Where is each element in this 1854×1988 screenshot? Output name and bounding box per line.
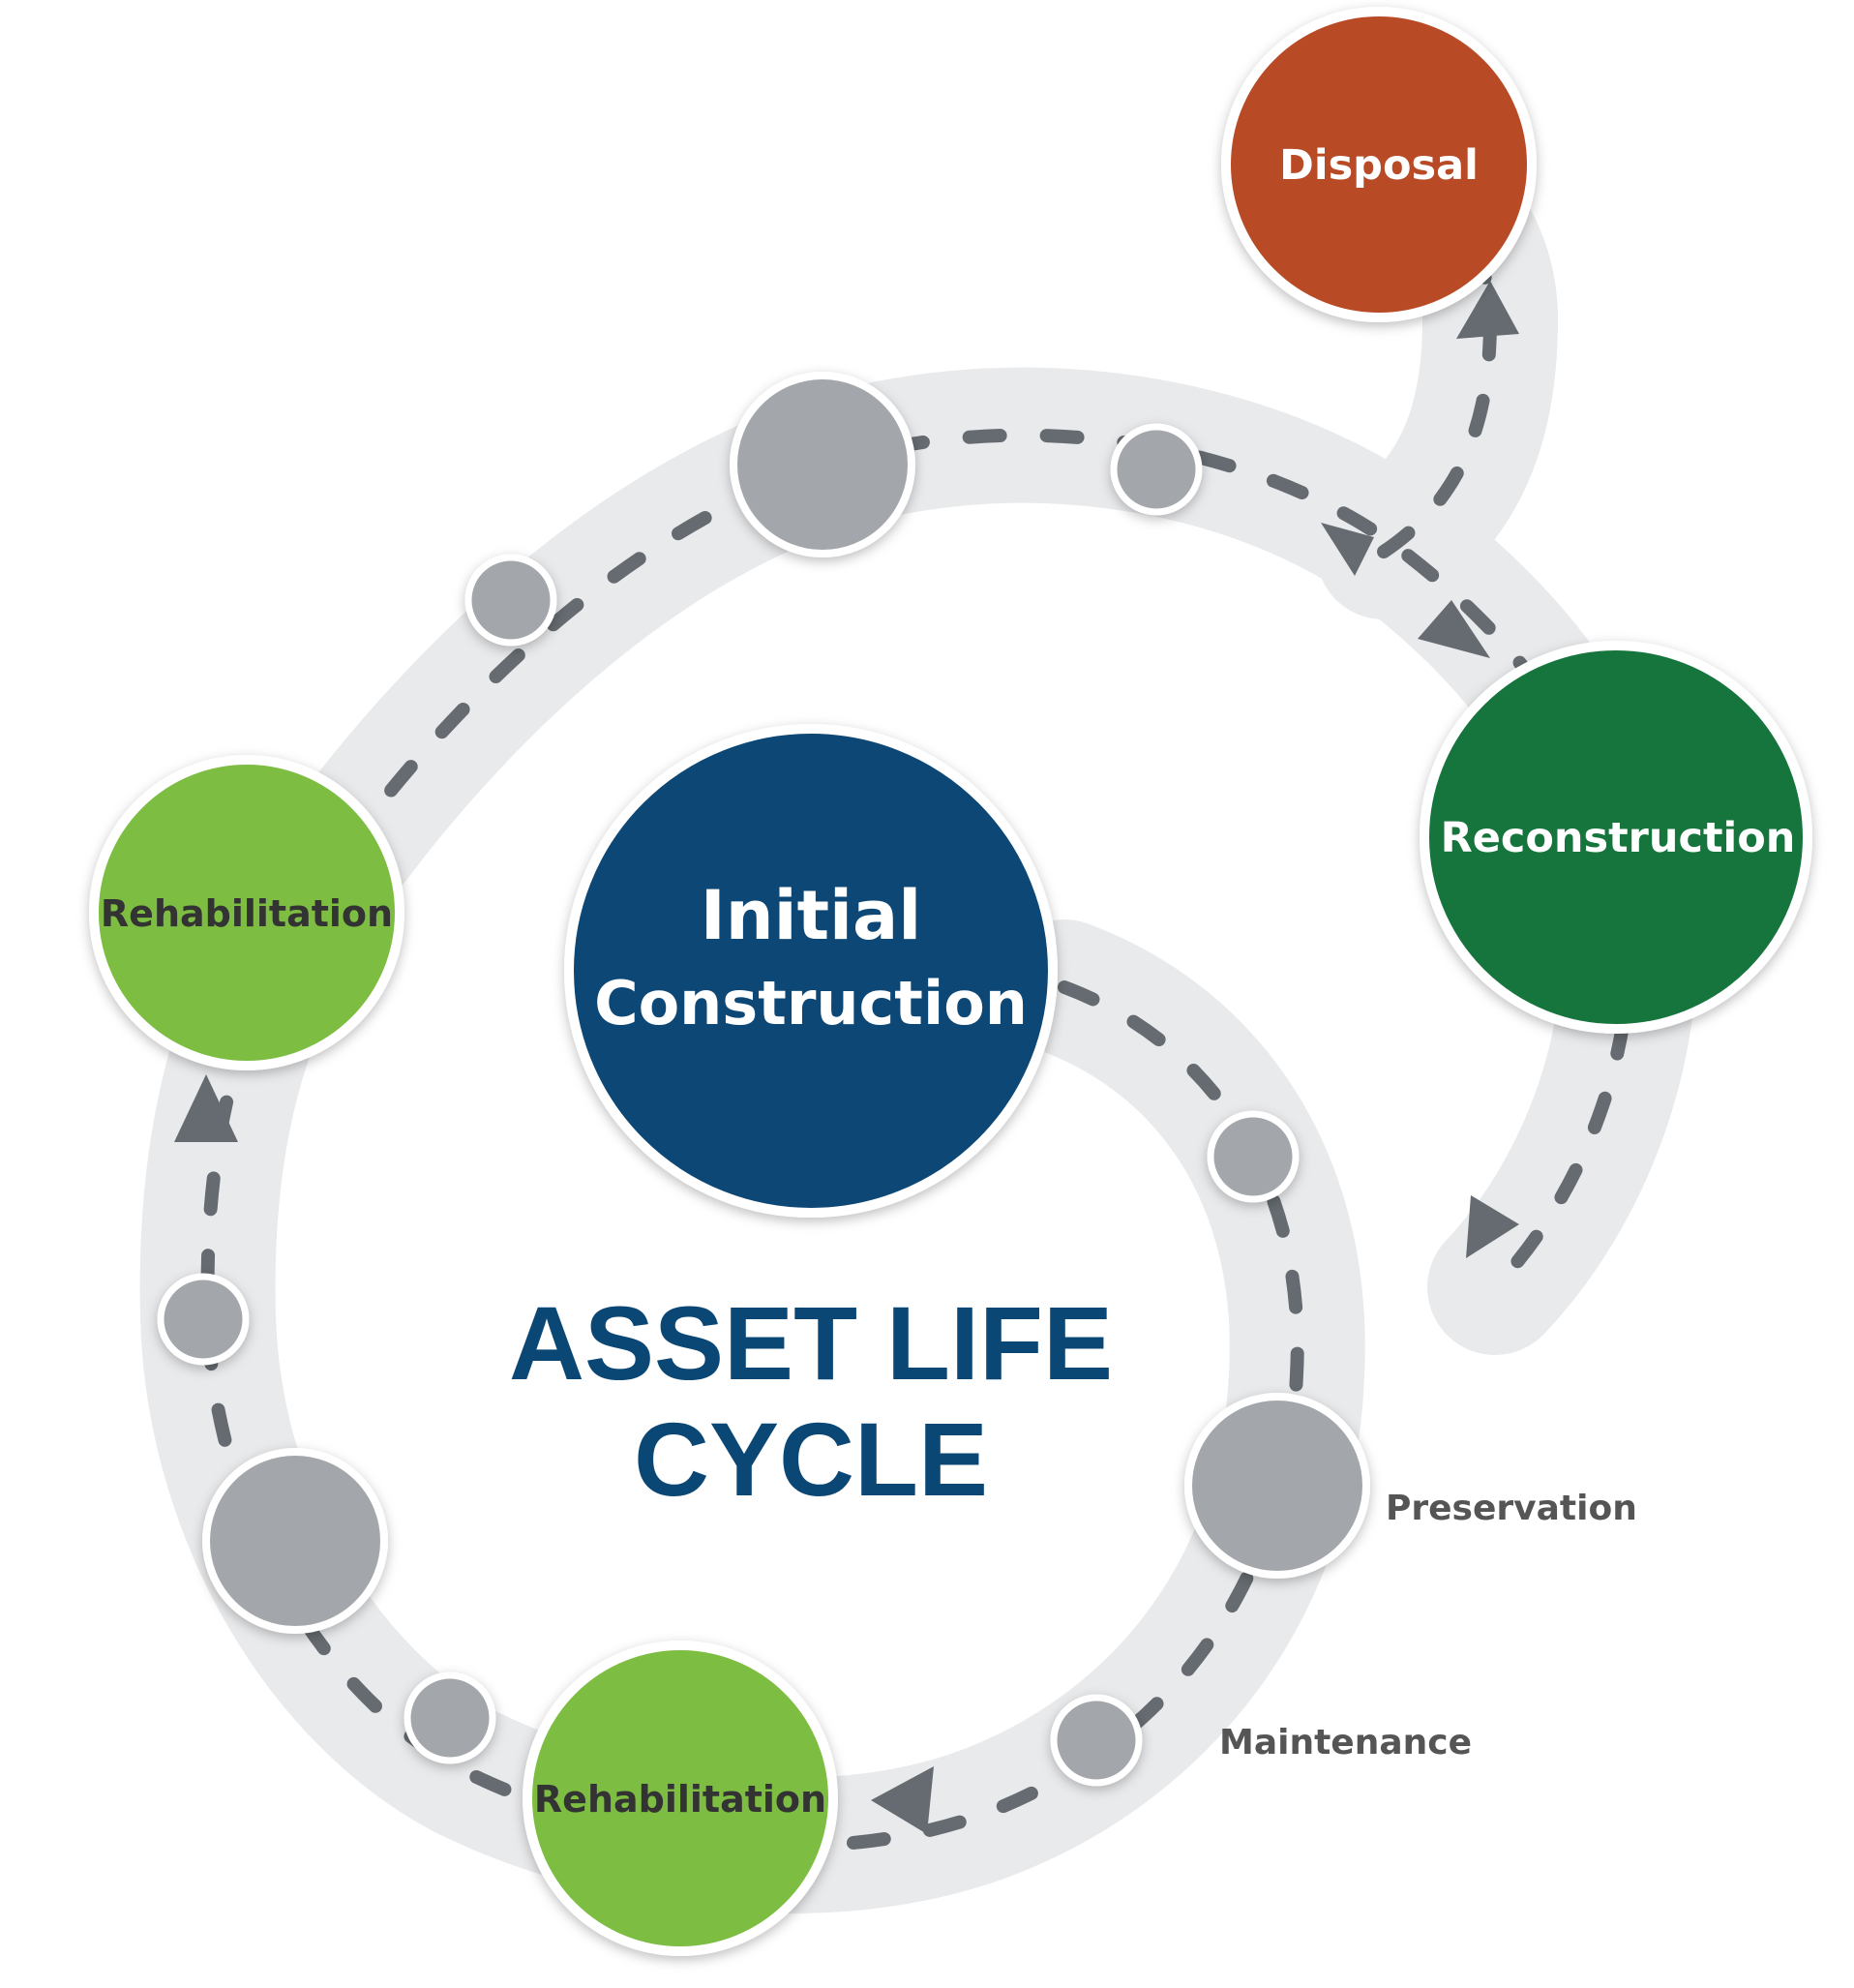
dashed-path-disposal	[1377, 182, 1498, 558]
initial-construction-label-line2: Construction	[594, 968, 1028, 1039]
gray-dot-large-preservation	[1184, 1393, 1370, 1579]
dashed-path-main	[200, 428, 1636, 1853]
gray-dot-small-right-inner	[1207, 1110, 1300, 1203]
gray-dots	[157, 372, 1370, 1787]
gray-dot-large-bottom-left	[202, 1448, 388, 1634]
arrow-to-disposal	[1456, 281, 1519, 339]
nodes	[89, 7, 1812, 1956]
rehabilitation-bottom-label: Rehabilitation	[534, 1778, 826, 1821]
arrow-end-spiral	[1466, 1195, 1519, 1258]
arrow-from-junction	[1321, 523, 1374, 576]
disposal-node	[1221, 7, 1537, 322]
rehabilitation-left-node	[89, 755, 404, 1070]
arrow-to-reconstruction	[1418, 600, 1490, 658]
gray-dot-small-maintenance	[1050, 1694, 1143, 1787]
arrows	[174, 281, 1519, 1834]
maintenance-label: Maintenance	[1219, 1723, 1472, 1762]
gray-dot-small-top-left	[464, 554, 557, 647]
gray-dot-small-left	[157, 1273, 250, 1366]
arrow-to-left-rehabilitation	[174, 1074, 238, 1142]
title-line2: CYCLE	[634, 1401, 988, 1518]
disposal-label: Disposal	[1279, 141, 1479, 190]
arrow-to-bottom-rehabilitation	[871, 1766, 934, 1834]
gray-dot-large-top	[730, 372, 915, 557]
gray-dot-small-bottom	[404, 1672, 496, 1764]
reconstruction-label: Reconstruction	[1441, 814, 1796, 862]
title-line1: ASSET LIFE	[509, 1284, 1113, 1401]
rehabilitation-left-label: Rehabilitation	[101, 892, 393, 935]
dashed-path	[200, 182, 1636, 1853]
reconstruction-node	[1420, 641, 1812, 1034]
gray-dot-small-top-right	[1110, 423, 1203, 516]
preservation-label: Preservation	[1386, 1489, 1637, 1528]
initial-construction-label-line1: Initial	[701, 876, 922, 955]
initial-construction-node	[564, 724, 1058, 1218]
rehabilitation-bottom-node	[523, 1641, 838, 1956]
